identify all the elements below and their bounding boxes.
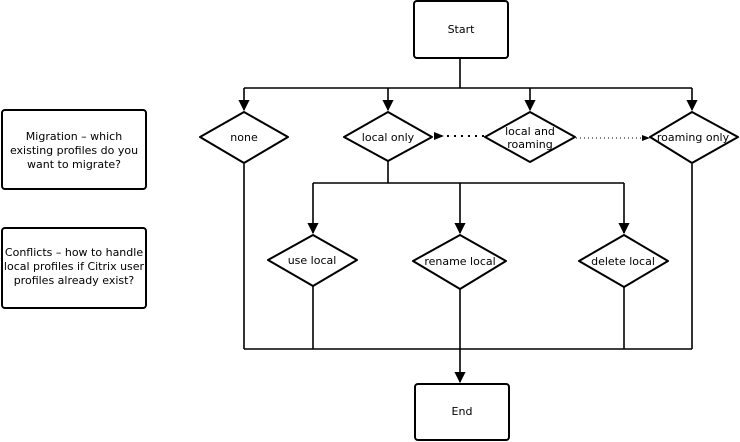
start-box: [413, 0, 509, 59]
decision-local-only: local only: [343, 111, 433, 162]
end-node: End: [414, 383, 510, 441]
decision-rename-local-label: rename local: [424, 255, 495, 268]
legend-conflicts-line-1: Conflicts – how to handle: [5, 246, 143, 259]
dotted-arrowhead-roaming-only: [642, 135, 650, 141]
dotted-arrowhead-local-only: [434, 132, 444, 140]
decision-roaming-only-label: roaming only: [657, 131, 730, 144]
decision-local-and-roaming-label-1: local and: [505, 125, 555, 138]
decision-local-and-roaming: local and roaming: [484, 111, 576, 163]
decision-use-local-label: use local: [288, 254, 337, 267]
legend-migration-line-3: want to migrate?: [27, 158, 121, 171]
decision-rename-local: rename local: [412, 234, 507, 290]
end-box: [414, 383, 510, 441]
end-label: End: [452, 405, 473, 418]
diamond-use-local: [267, 234, 358, 287]
decision-local-only-label: local only: [362, 131, 415, 144]
connectors: [238, 58, 698, 384]
diamond-roaming-only: [649, 111, 739, 164]
start-label: Start: [448, 23, 476, 36]
decision-delete-local: delete local: [578, 234, 669, 288]
decision-delete-local-label: delete local: [591, 255, 655, 268]
decision-none: none: [199, 111, 289, 164]
legend-conflicts-line-2: local profiles if Citrix user: [4, 260, 145, 273]
start-node: Start: [413, 0, 509, 59]
diamond-delete-local: [578, 234, 669, 288]
decision-local-and-roaming-label-2: roaming: [507, 138, 552, 151]
legend-migration-line-1: Migration – which: [26, 130, 122, 143]
legend-migration-line-2: existing profiles do you: [10, 144, 138, 157]
legend-migration: Migration – which existing profiles do y…: [1, 109, 147, 190]
diamond-local-and-roaming: [484, 111, 576, 163]
legend-conflicts-box: [1, 227, 147, 309]
legend-migration-box: [1, 109, 147, 190]
diamond-local-only: [343, 111, 433, 162]
legend-conflicts: Conflicts – how to handle local profiles…: [1, 227, 147, 309]
decision-none-label: none: [230, 131, 258, 144]
diamond-rename-local: [412, 234, 507, 290]
decision-roaming-only: roaming only: [649, 111, 739, 164]
decision-use-local: use local: [267, 234, 358, 287]
legend-conflicts-line-3: profiles already exist?: [14, 274, 135, 287]
diamond-none: [199, 111, 289, 164]
